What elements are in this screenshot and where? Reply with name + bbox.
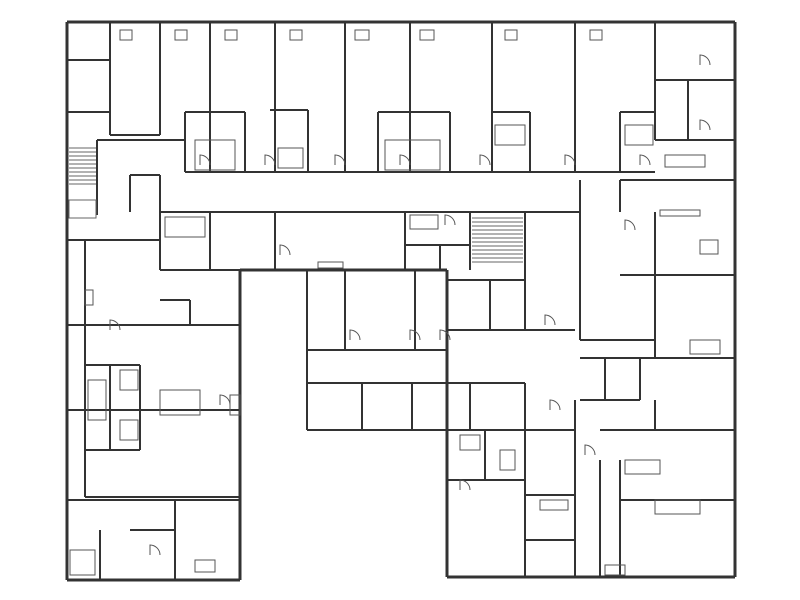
- furniture: [119, 419, 139, 441]
- furniture: [164, 216, 206, 238]
- door-swing: [199, 154, 211, 166]
- furniture: [604, 564, 626, 576]
- furniture: [419, 29, 435, 41]
- furniture: [194, 139, 236, 171]
- furniture: [119, 369, 139, 391]
- door-swing: [444, 214, 456, 226]
- furniture: [494, 124, 526, 146]
- furniture: [504, 29, 518, 41]
- door-swing: [349, 329, 361, 341]
- doors: [109, 54, 711, 556]
- walls: [65, 20, 737, 582]
- door-swing: [544, 314, 556, 326]
- door-swing: [264, 154, 276, 166]
- door-swing: [584, 444, 596, 456]
- door-swing: [149, 544, 161, 556]
- door-swing: [109, 319, 121, 331]
- furniture: [689, 339, 721, 355]
- furniture: [277, 147, 304, 169]
- door-swing: [459, 479, 471, 491]
- door-swing: [624, 219, 636, 231]
- furniture: [664, 154, 706, 168]
- furniture: [699, 239, 719, 255]
- door-swing: [479, 154, 491, 166]
- furniture: [224, 29, 238, 41]
- door-swing: [409, 329, 421, 341]
- door-swing: [279, 244, 291, 256]
- furniture: [539, 499, 569, 511]
- furniture: [409, 214, 439, 230]
- furniture: [659, 209, 701, 217]
- elevator: [68, 199, 97, 219]
- furniture: [459, 434, 481, 451]
- furniture: [317, 261, 344, 269]
- furniture: [624, 459, 661, 475]
- furniture: [654, 499, 701, 515]
- furniture: [119, 29, 133, 41]
- furniture: [589, 29, 603, 41]
- door-swing: [699, 119, 711, 131]
- furniture: [229, 394, 241, 416]
- door-swing: [639, 154, 651, 166]
- furniture: [289, 29, 303, 41]
- door-swing: [699, 54, 711, 66]
- furniture: [624, 124, 654, 146]
- furniture: [194, 559, 216, 573]
- furniture: [84, 289, 94, 306]
- door-swing: [334, 154, 346, 166]
- door-swing: [549, 399, 561, 411]
- door-swing: [399, 154, 411, 166]
- furniture: [87, 379, 107, 421]
- fixtures: [69, 29, 721, 576]
- door-swing: [564, 154, 576, 166]
- door-swing: [439, 329, 451, 341]
- furniture: [69, 549, 96, 576]
- furniture: [384, 139, 441, 171]
- furniture: [159, 389, 201, 416]
- stairs: [68, 147, 523, 263]
- furniture: [354, 29, 370, 41]
- furniture: [499, 449, 516, 471]
- furniture: [174, 29, 188, 41]
